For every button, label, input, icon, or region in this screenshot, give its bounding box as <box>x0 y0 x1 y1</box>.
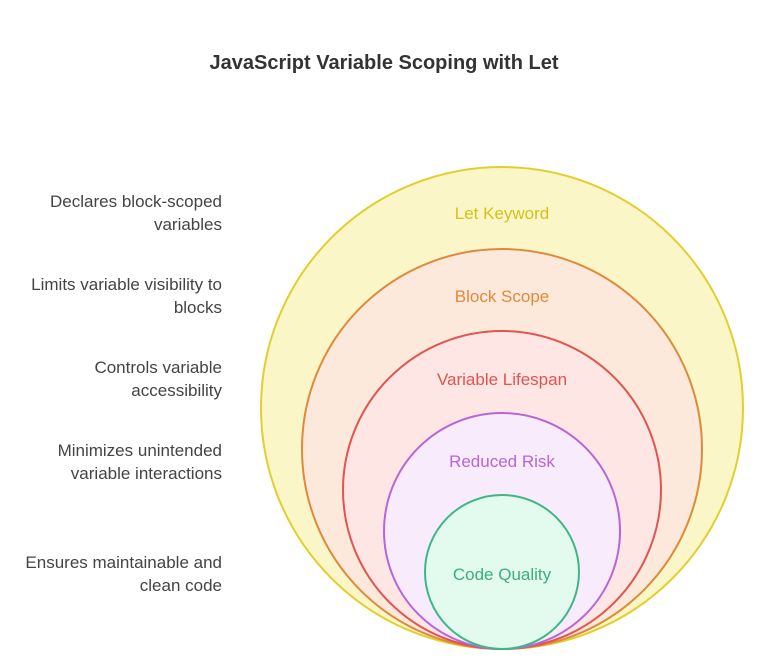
label-let-keyword: Let Keyword <box>455 204 550 223</box>
label-variable-lifespan: Variable Lifespan <box>437 370 567 389</box>
description-let-keyword: Declares block-scoped variables <box>50 192 222 234</box>
description-variable-lifespan: Controls variable accessibility <box>94 358 222 400</box>
description-block-scope: Limits variable visibility to blocks <box>31 275 222 317</box>
label-reduced-risk: Reduced Risk <box>449 452 555 471</box>
label-block-scope: Block Scope <box>455 287 550 306</box>
description-code-quality: Ensures maintainable and clean code <box>25 553 222 595</box>
circle-code-quality <box>424 494 580 650</box>
description-reduced-risk: Minimizes unintended variable interactio… <box>57 441 222 483</box>
diagram-title: JavaScript Variable Scoping with Let <box>209 52 559 74</box>
label-code-quality: Code Quality <box>453 565 552 584</box>
